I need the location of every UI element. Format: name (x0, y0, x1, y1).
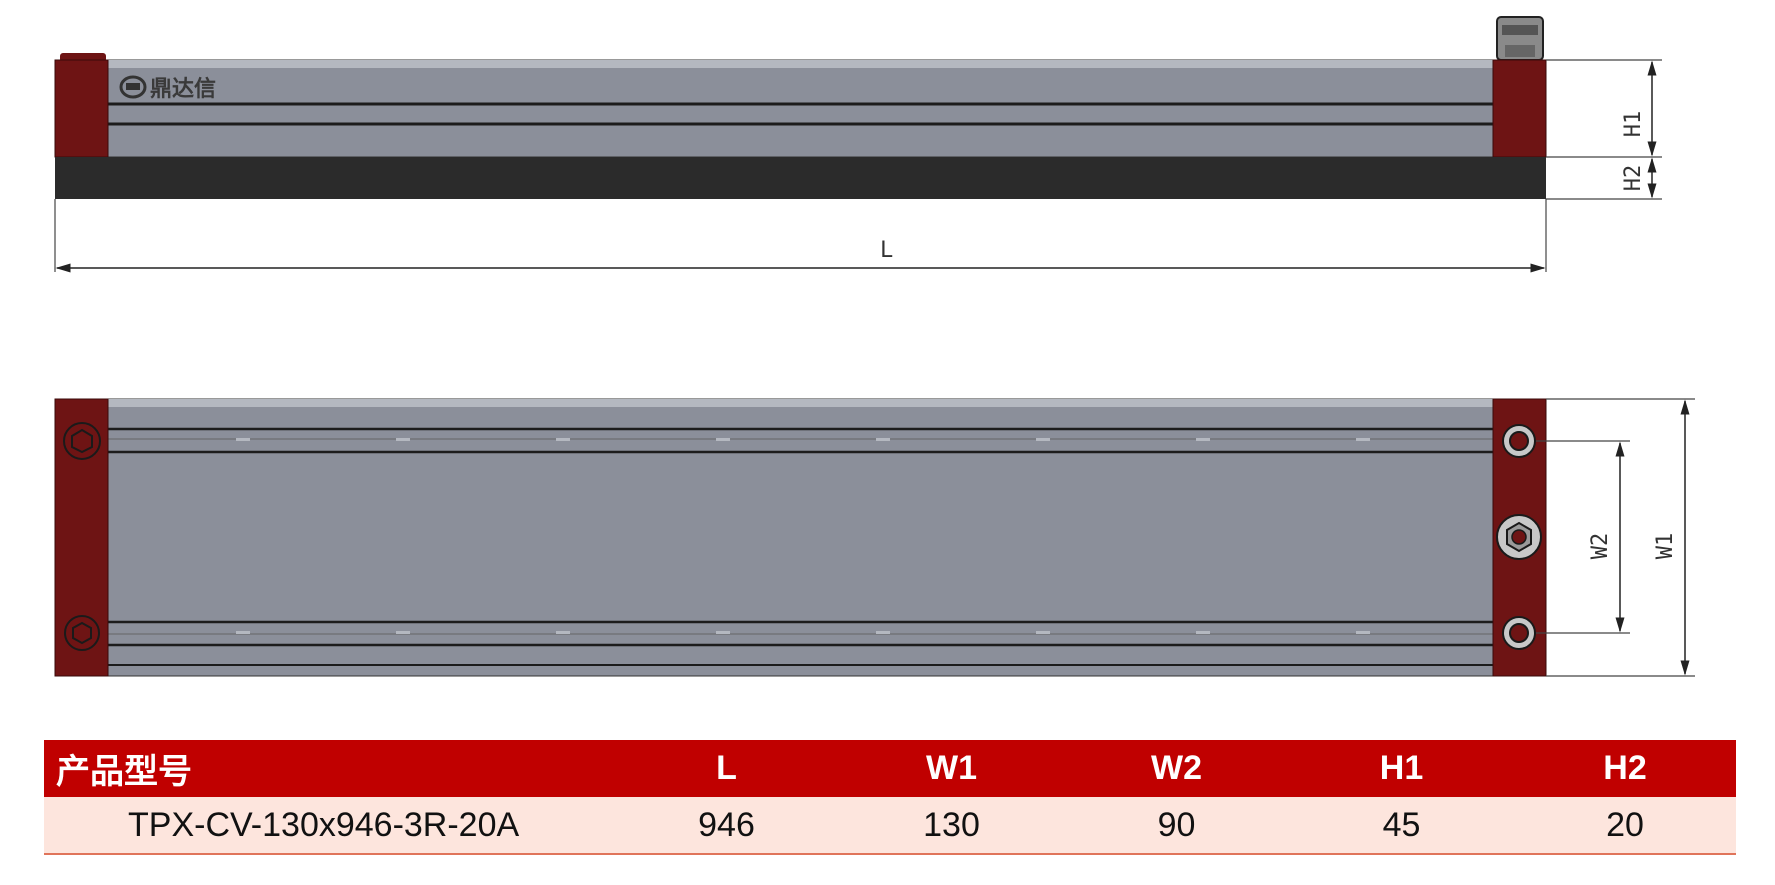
port-fitting-icon (1502, 424, 1536, 458)
top-body (107, 398, 1494, 677)
port-fitting-icon (1502, 616, 1536, 650)
header-W1: W1 (839, 740, 1064, 797)
brand-name: 鼎达信 (150, 76, 216, 102)
brand-logo-icon (119, 75, 147, 99)
cell-H1: 45 (1289, 797, 1514, 855)
header-model: 产品型号 (44, 740, 614, 797)
header-H1: H1 (1289, 740, 1514, 797)
side-body (107, 59, 1494, 158)
table-header-row: 产品型号 L W1 W2 H1 H2 (44, 740, 1736, 797)
dim-label-L: L (880, 238, 893, 263)
hex-fitting-icon (1496, 514, 1542, 560)
side-view: 鼎达信 (54, 16, 1547, 199)
header-H2: H2 (1514, 740, 1736, 797)
dim-label-H2: H2 (1621, 165, 1646, 192)
side-left-end-cap (54, 59, 109, 158)
side-base-strip (55, 157, 1546, 199)
cell-model: TPX-CV-130x946-3R-20A (44, 797, 614, 855)
cell-H2: 20 (1514, 797, 1736, 855)
header-W2: W2 (1064, 740, 1289, 797)
dim-label-W1: W1 (1653, 533, 1678, 560)
hex-bolt-icon (63, 422, 101, 460)
cell-L: 946 (614, 797, 839, 855)
header-L: L (614, 740, 839, 797)
top-view (54, 398, 1547, 677)
dim-label-H1: H1 (1621, 111, 1646, 138)
table-row: TPX-CV-130x946-3R-20A 946 130 90 45 20 (44, 797, 1736, 855)
cell-W1: 130 (839, 797, 1064, 855)
side-right-end-cap (1492, 59, 1547, 158)
top-groove-marks (236, 438, 1370, 634)
top-dimensions (1536, 398, 1695, 677)
hex-bolt-icon (64, 615, 100, 651)
cell-W2: 90 (1064, 797, 1289, 855)
side-dimensions (54, 59, 1662, 273)
dim-label-W2: W2 (1588, 533, 1613, 560)
spec-table: 产品型号 L W1 W2 H1 H2 TPX-CV-130x946-3R-20A… (44, 740, 1736, 855)
technical-drawing: 鼎达信 L H1 H2 (54, 16, 1695, 677)
